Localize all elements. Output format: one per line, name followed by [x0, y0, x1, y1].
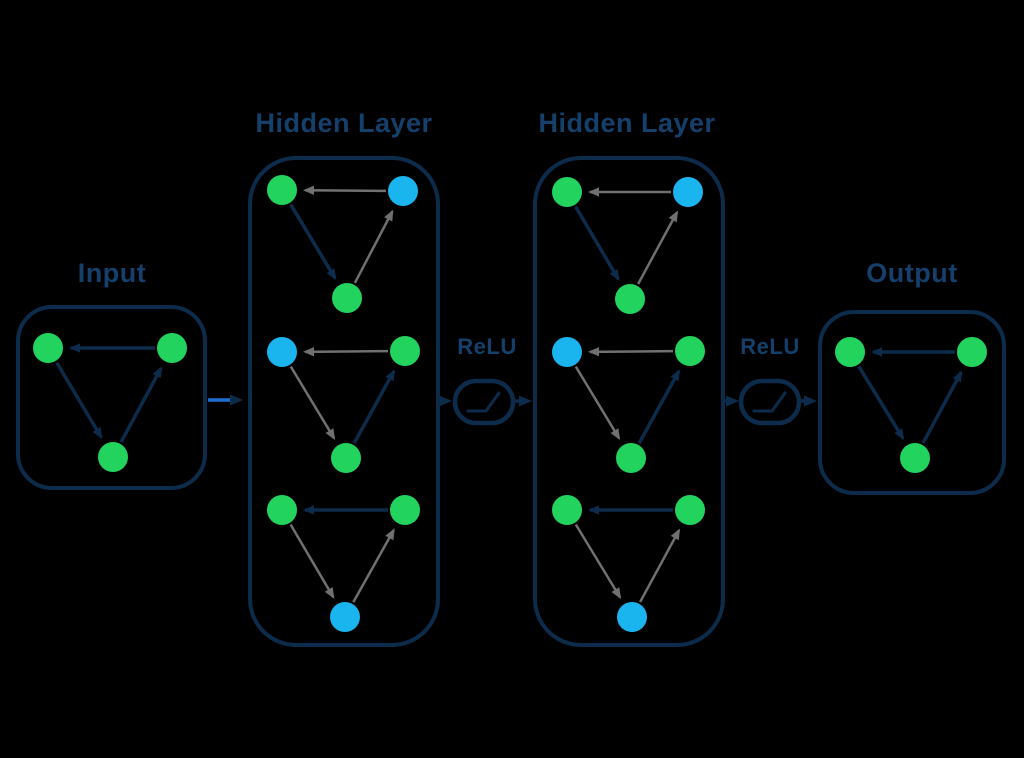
- hidden2-graph-1-node-green: [552, 177, 582, 207]
- arrowhead: [670, 528, 680, 541]
- hidden2-graph-3-node-blue: [617, 602, 647, 632]
- hidden1-graph-3-node-blue: [330, 602, 360, 632]
- hidden2-graph-3-node-green: [675, 495, 705, 525]
- output-graph-node-green: [900, 443, 930, 473]
- hidden1-graph-3-edge: [289, 524, 335, 598]
- hidden1-graph-1-node-blue: [388, 176, 418, 206]
- arrowhead: [325, 428, 336, 440]
- arrowhead: [303, 347, 314, 357]
- hidden2-graph-1-node-green: [615, 284, 645, 314]
- arrowhead: [384, 209, 394, 222]
- arrowhead: [303, 185, 314, 195]
- hidden-layer-2-box: [533, 156, 725, 647]
- hidden-layer-1-box: [248, 156, 440, 647]
- hidden2-graph-3-edge: [639, 529, 681, 603]
- hidden2-graph-2-node-green: [675, 336, 705, 366]
- arrowhead: [385, 528, 395, 541]
- arrowhead: [668, 210, 678, 223]
- hidden1-graph-1-node-green: [332, 283, 362, 313]
- input-graph-node-green: [157, 333, 187, 363]
- arrowhead: [726, 395, 739, 407]
- hidden1-graph-3-node-green: [390, 495, 420, 525]
- arrowhead: [670, 369, 680, 382]
- input-graph-edge: [55, 361, 103, 439]
- arrowhead: [439, 395, 452, 407]
- arrowhead: [588, 187, 599, 197]
- input-graph-edge: [119, 367, 163, 443]
- input-title: Input: [77, 258, 147, 288]
- arrowhead: [326, 268, 337, 280]
- hidden1-graph-2-node-green: [331, 443, 361, 473]
- input-graph-node-green: [98, 442, 128, 472]
- hidden1-graph-2-edge: [289, 365, 336, 439]
- hidden1-graph-3-edge: [352, 529, 395, 603]
- relu-2-label: ReLU: [740, 334, 800, 359]
- relu-1-label: ReLU: [457, 334, 517, 359]
- relu-2-activation-curve-icon: [752, 391, 787, 413]
- input-graph-node-green: [33, 333, 63, 363]
- arrowhead: [610, 428, 621, 440]
- hidden1-graph-1-node-green: [267, 175, 297, 205]
- hidden2-graph-1-edge: [574, 205, 620, 281]
- relu-1-activation-curve-icon: [466, 391, 501, 413]
- hidden1-graph-1-edge: [289, 203, 337, 280]
- relu-1-activation-pill: [452, 378, 516, 426]
- hidden1-graph-2-node-blue: [267, 337, 297, 367]
- hidden2-graph-2-edge: [574, 365, 621, 439]
- hidden2-graph-1-node-blue: [673, 177, 703, 207]
- arrowhead: [609, 269, 620, 281]
- arrowhead: [303, 505, 314, 515]
- hidden2-graph-2-edge: [589, 349, 674, 354]
- arrowhead: [588, 505, 599, 515]
- arrowhead: [69, 343, 80, 353]
- hidden2-graph-2-edge: [637, 370, 681, 444]
- hidden2-graph-2-node-green: [616, 443, 646, 473]
- arrowhead: [519, 395, 532, 407]
- hidden1-graph-3-node-green: [267, 495, 297, 525]
- arrowhead: [952, 370, 963, 383]
- hidden1-graph-2-node-green: [390, 336, 420, 366]
- hidden1-graph-1-edge: [304, 188, 387, 193]
- output-graph-edge: [857, 365, 905, 440]
- arrowhead: [804, 395, 817, 407]
- arrowhead: [324, 587, 335, 599]
- output-graph-edge: [921, 371, 963, 444]
- output-title: Output: [866, 258, 958, 288]
- hidden2-graph-3-edge: [574, 523, 622, 598]
- arrowhead: [871, 347, 882, 357]
- arrowhead: [230, 394, 243, 406]
- arrowhead: [894, 428, 904, 441]
- arrowhead: [588, 347, 599, 357]
- hidden1-graph-1-edge: [353, 210, 394, 284]
- relu-2-activation-pill: [738, 378, 802, 426]
- hidden2-graph-1-edge: [637, 211, 679, 285]
- arrowhead: [611, 587, 622, 600]
- arrowhead: [385, 369, 395, 382]
- output-graph-node-green: [835, 337, 865, 367]
- arrowhead: [152, 366, 162, 379]
- arrowhead: [92, 427, 103, 439]
- hidden2-graph-3-node-green: [552, 495, 582, 525]
- hidden-layer-2-title: Hidden Layer: [538, 108, 716, 138]
- hidden1-graph-2-edge: [352, 370, 396, 444]
- hidden1-graph-2-edge: [304, 349, 389, 354]
- output-graph-node-green: [957, 337, 987, 367]
- input-box: [16, 305, 207, 490]
- hidden2-graph-2-node-blue: [552, 337, 582, 367]
- output-box: [818, 310, 1006, 495]
- hidden-layer-1-title: Hidden Layer: [255, 108, 433, 138]
